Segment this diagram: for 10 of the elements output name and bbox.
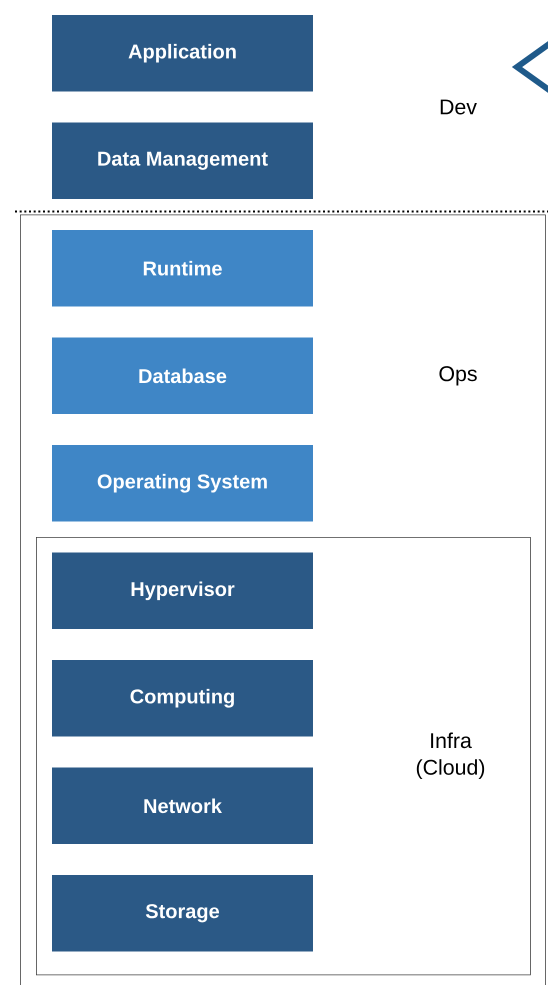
layer-box: Network xyxy=(52,768,313,844)
layer-box: Runtime xyxy=(52,230,313,306)
layer-box: Data Management xyxy=(52,122,313,200)
layer-box: Operating System xyxy=(52,444,313,522)
layer-box: Computing xyxy=(52,660,313,736)
layer-box: Storage xyxy=(52,874,313,952)
layer-label: Dev xyxy=(440,100,477,114)
layer-box: Hypervisor xyxy=(52,552,313,630)
layer-box: Application xyxy=(52,14,313,92)
layer-box: Database xyxy=(52,338,313,414)
